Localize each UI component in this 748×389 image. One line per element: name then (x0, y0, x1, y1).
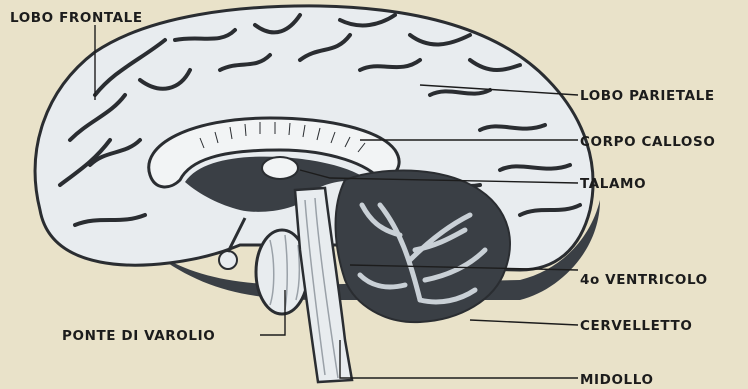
label-talamo: TALAMO (580, 176, 646, 192)
label-lobo-parietale: LOBO PARIETALE (580, 88, 715, 104)
label-cervelletto: CERVELLETTO (580, 318, 692, 334)
label-midollo: MIDOLLO (580, 372, 654, 388)
label-corpo-calloso: CORPO CALLOSO (580, 134, 715, 150)
label-ponte-di-varolio: PONTE DI VAROLIO (62, 328, 215, 344)
thalamus (262, 157, 298, 179)
label-4o-ventricolo: 4o VENTRICOLO (580, 272, 708, 288)
optic-chiasm (219, 251, 237, 269)
label-lobo-frontale: LOBO FRONTALE (10, 10, 143, 26)
